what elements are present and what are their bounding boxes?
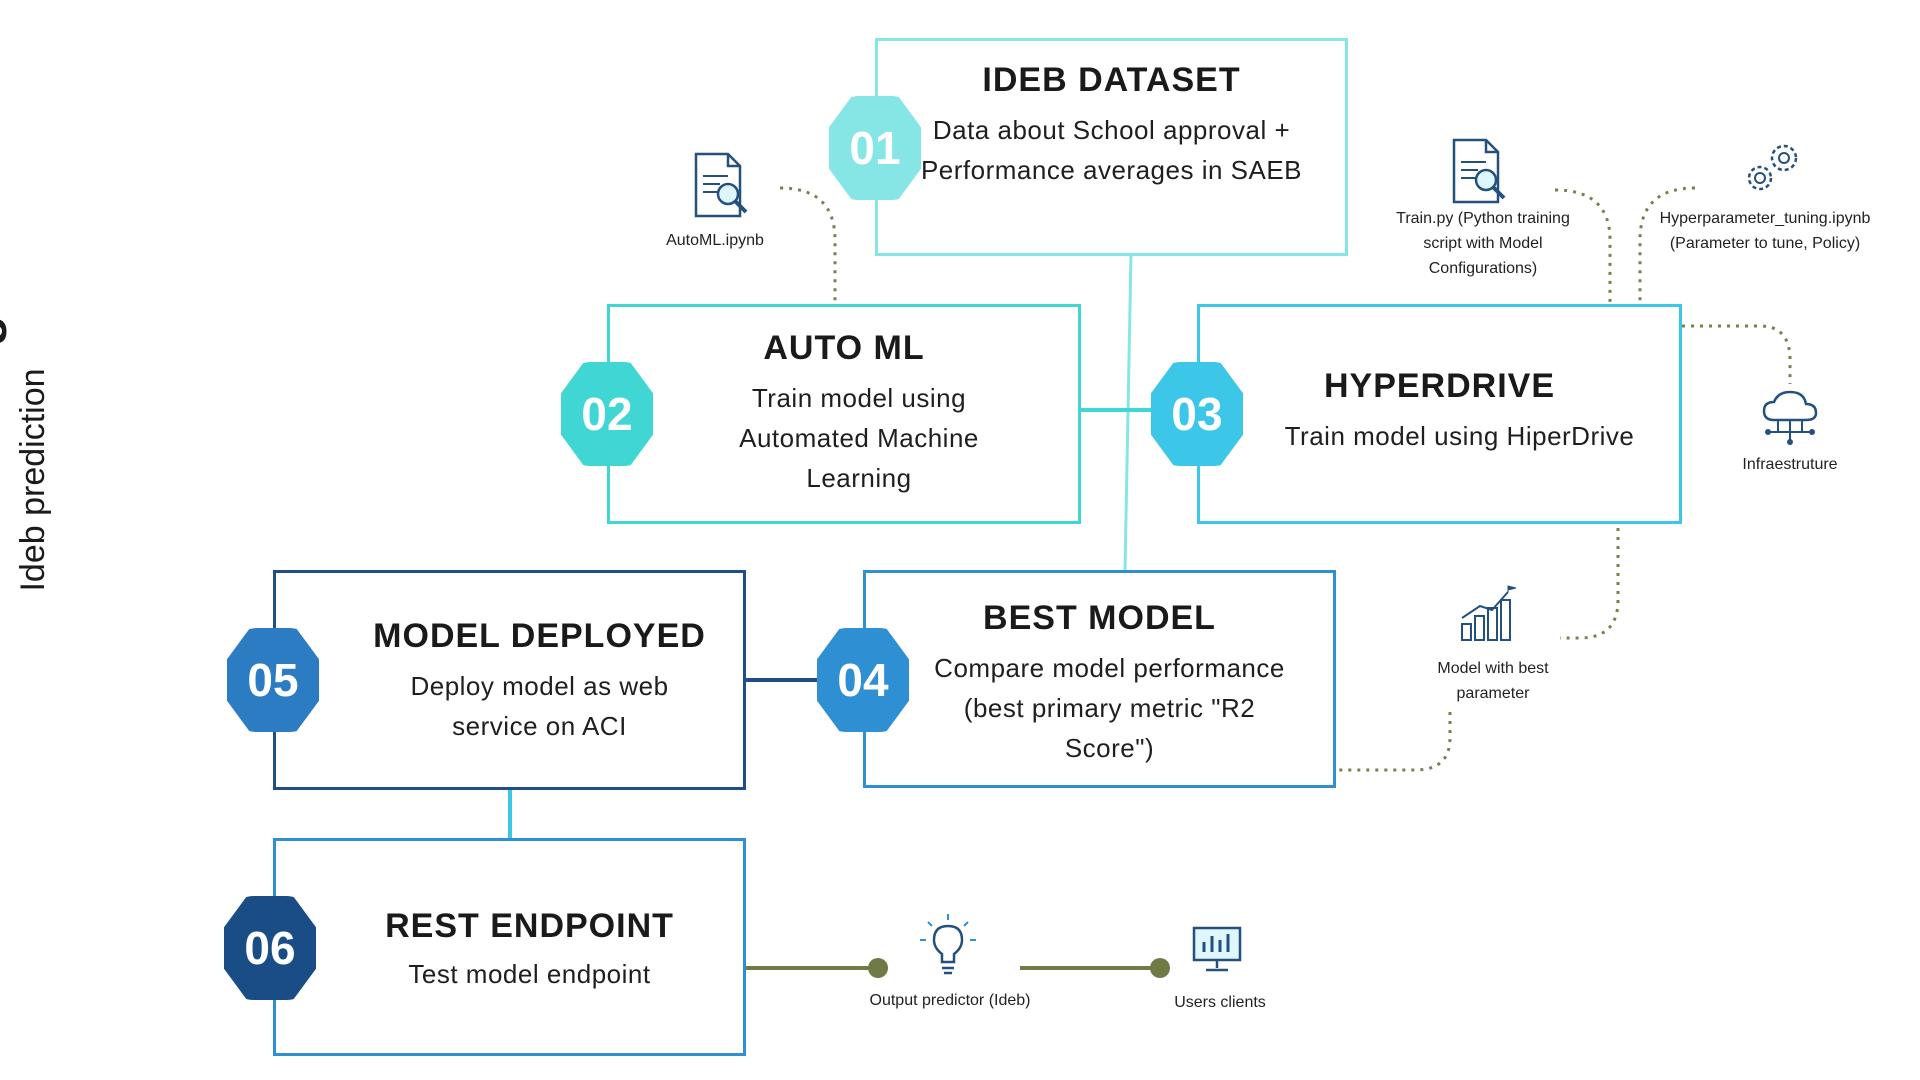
step-desc: Test model endpoint <box>408 959 651 989</box>
step-desc: Deploy model as web service on ACI <box>410 671 669 741</box>
step-title: AUTO ML <box>763 329 925 367</box>
cloud-network-icon <box>1762 390 1818 445</box>
step-badge: 01 <box>829 96 921 200</box>
document-search-icon <box>694 152 748 218</box>
step-desc: Data about School approval + Performance… <box>920 115 1303 185</box>
step-badge: 02 <box>561 362 653 466</box>
step-badge: 05 <box>227 628 319 732</box>
step-desc: Compare model performance (best primary … <box>934 653 1285 763</box>
step-box-best-model: BEST MODEL Compare model performance (be… <box>863 570 1336 788</box>
step-box-auto-ml: AUTO ML Train model using Automated Mach… <box>607 304 1081 524</box>
step-badge: 04 <box>817 628 909 732</box>
step-badge: 03 <box>1151 362 1243 466</box>
monitor-chart-icon <box>1192 926 1242 972</box>
annotation-hyperparameter: Hyperparameter_tuning.ipynb (Parameter t… <box>1659 210 1871 252</box>
step-box-rest-endpoint: REST ENDPOINT Test model endpoint <box>273 838 746 1056</box>
step-title: REST ENDPOINT <box>385 907 674 945</box>
diagram-title: Architecture Diagram <box>0 223 7 733</box>
annotation-automl: AutoML.ipynb <box>666 232 764 249</box>
step-title: BEST MODEL <box>983 599 1216 637</box>
step-box-ideb-dataset: IDEB DATASET Data about School approval … <box>875 38 1348 256</box>
lightbulb-icon <box>920 914 976 975</box>
step-title: IDEB DATASET <box>982 61 1241 99</box>
annotation-train-script: Train.py (Python training script with Mo… <box>1396 210 1570 277</box>
diagram-subtitle: Ideb prediction <box>14 368 52 592</box>
annotation-infrastructure: Infraestruture <box>1742 456 1838 473</box>
document-search-icon <box>1452 138 1506 204</box>
step-box-hyperdrive: HYPERDRIVE Train model using HiperDrive <box>1197 304 1682 524</box>
gears-icon <box>1747 144 1798 191</box>
step-title: HYPERDRIVE <box>1323 367 1556 405</box>
annotation-users-clients: Users clients <box>1174 994 1266 1011</box>
annotation-output-predictor: Output predictor (Ideb) <box>869 992 1031 1009</box>
annotation-best-parameter: Model with best parameter <box>1437 660 1549 702</box>
step-title: MODEL DEPLOYED <box>373 617 706 655</box>
step-desc: Train model using Automated Machine Lear… <box>739 383 979 493</box>
bar-chart-flag-icon <box>1461 585 1517 641</box>
step-badge: 06 <box>224 896 316 1000</box>
step-desc: Train model using HiperDrive <box>1284 421 1635 451</box>
step-box-model-deployed: MODEL DEPLOYED Deploy model as web servi… <box>273 570 746 790</box>
